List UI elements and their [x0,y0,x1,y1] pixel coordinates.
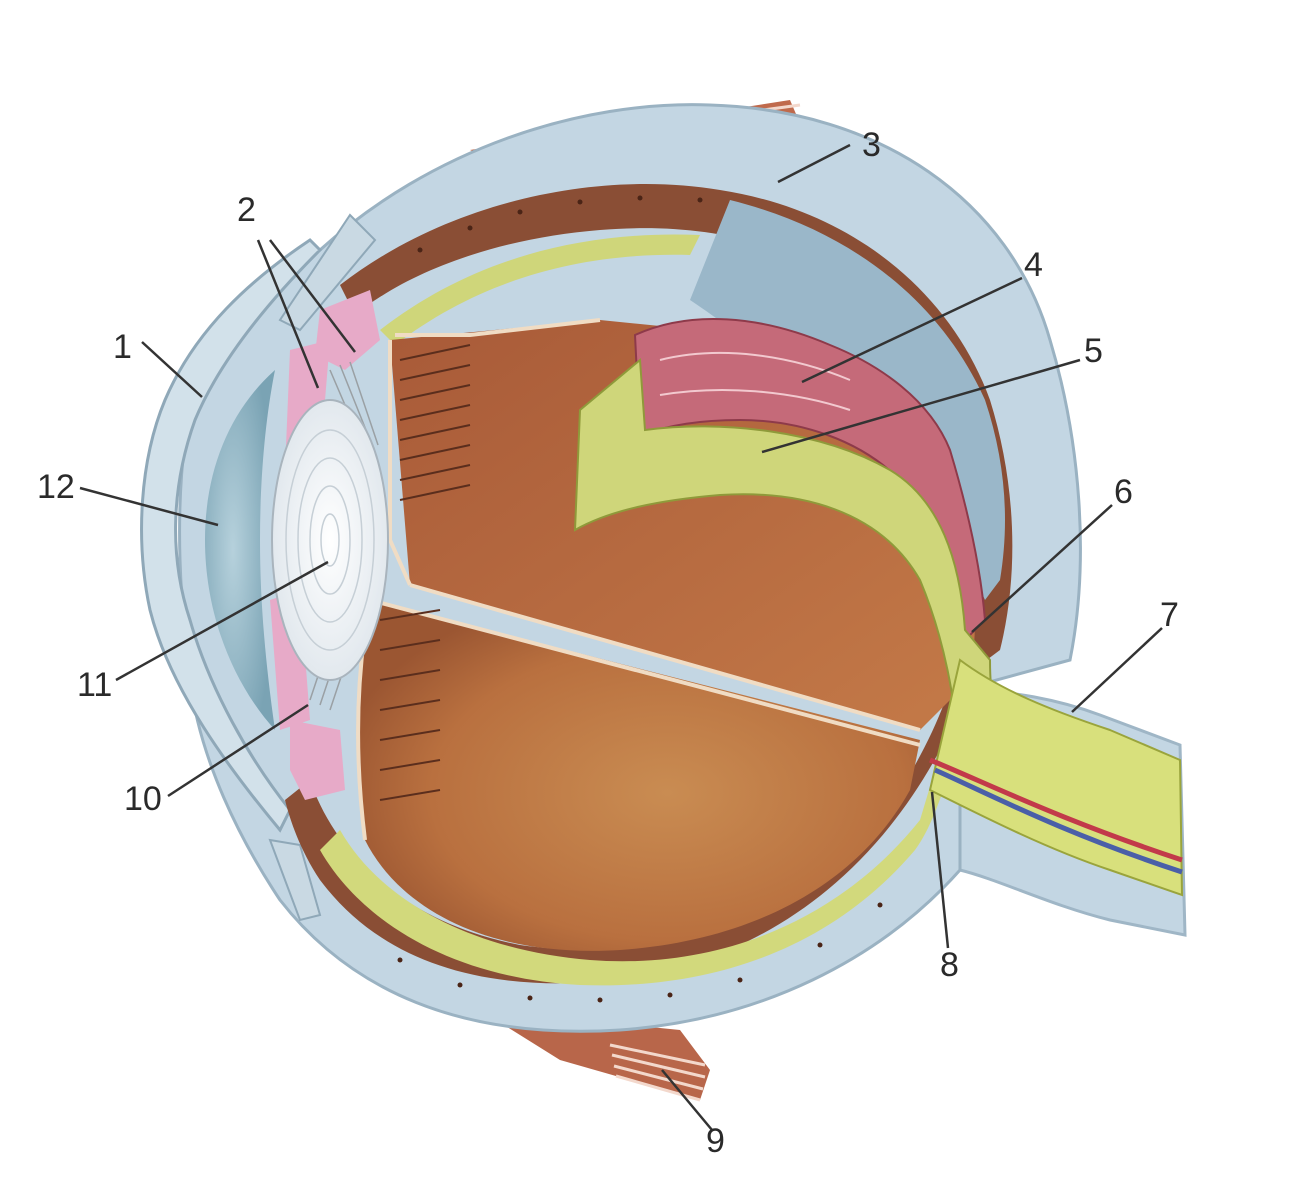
leader-12 [79,486,219,527]
vitreous-cut-edges [356,318,921,841]
leader-4 [801,276,1023,384]
leader-5 [761,358,1081,454]
retina-lower [320,770,950,986]
retina [380,234,700,345]
central-retinal-vessels [929,757,1183,875]
callout-label-7: 7 [1160,596,1179,634]
vitreous-lower-block [358,600,920,951]
callout-label-3: 3 [862,126,881,164]
leader-11 [115,560,329,682]
lens-lamellae [285,429,375,651]
inferior-rectus-muscle [480,1010,710,1102]
leader-7 [1071,627,1163,713]
callout-label-12: 12 [37,468,75,506]
callout-label-10: 10 [124,780,162,818]
anterior-chamber [205,370,275,730]
callout-label-6: 6 [1114,473,1133,511]
leader-2b [269,239,356,353]
lower-eyelid-fold [268,838,322,922]
ciliary-striations [379,344,471,801]
leader-8 [930,791,950,949]
leader-10 [167,703,309,798]
leader-2a [256,239,320,389]
callout-label-11: 11 [77,666,113,704]
ciliary-body [270,290,380,800]
cornea [140,238,323,833]
detached-retina-vessels [659,351,851,411]
callout-label-5: 5 [1084,332,1103,370]
callout-label-9: 9 [706,1122,725,1160]
lens [271,399,389,681]
choroid [285,184,1013,984]
callout-label-1: 1 [113,328,132,366]
leader-6 [971,504,1113,633]
leader-3 [777,143,851,184]
callout-label-2: 2 [237,191,256,229]
leader-1 [141,341,203,398]
leader-9 [661,1069,713,1131]
callout-leader-lines [79,143,1163,1131]
choroid-pigment-dots [357,195,883,1003]
callout-label-4: 4 [1024,246,1043,284]
callout-label-8: 8 [940,946,959,984]
